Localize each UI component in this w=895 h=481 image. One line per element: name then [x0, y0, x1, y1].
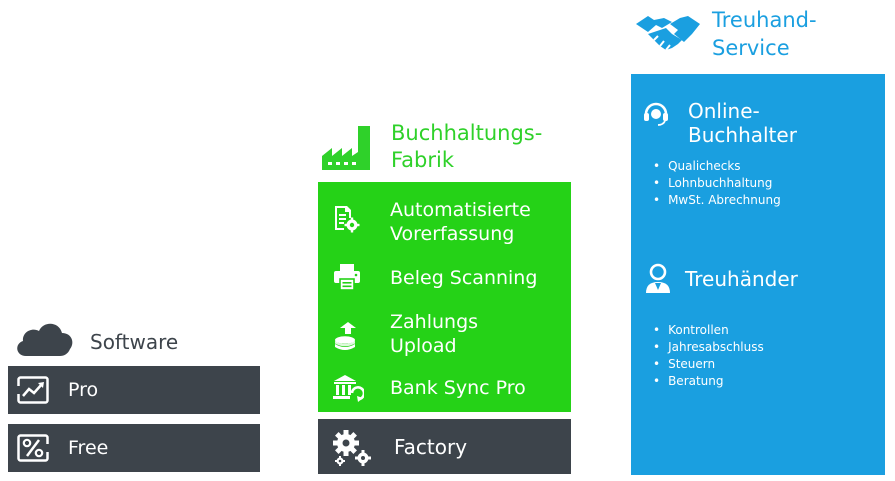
free-label: Free: [68, 437, 109, 459]
pro-label: Pro: [68, 379, 99, 401]
zahlungs-line1: Zahlungs: [390, 311, 479, 333]
factory-icon: [322, 126, 370, 170]
zahlungs-upload-label: Zahlungs Upload: [390, 310, 478, 358]
factory-title-line2: Fabrik: [391, 148, 454, 172]
software-label: Software: [90, 330, 179, 354]
factory-bar[interactable]: Factory: [318, 419, 571, 474]
list-item: Kontrollen: [653, 322, 764, 339]
software-pro-item[interactable]: Pro: [8, 366, 260, 414]
factory-heading: Buchhaltungs- Fabrik: [318, 118, 572, 178]
vorerfassung-line2: Vorerfassung: [390, 223, 515, 245]
handshake-icon: [636, 16, 700, 51]
printer-icon: [334, 264, 360, 291]
treuhand-heading: Treuhand- Service: [630, 6, 890, 70]
headset-icon: [644, 102, 668, 126]
list-item: Lohnbuchhaltung: [653, 175, 781, 192]
software-heading: Software: [8, 318, 260, 362]
document-gear-icon: [335, 206, 360, 233]
bank-sync-icon: [333, 375, 364, 402]
zahlungs-line2: Upload: [390, 335, 457, 357]
treuhand-title: Treuhand- Service: [712, 6, 817, 62]
factory-bar-label: Factory: [394, 435, 468, 459]
factory-title-line1: Buchhaltungs-: [391, 121, 543, 145]
vorerfassung-label: Automatisierte Vorerfassung: [390, 198, 531, 246]
person-icon: [646, 263, 670, 293]
factory-item-bank-sync-pro[interactable]: Bank Sync Pro: [318, 370, 571, 406]
factory-features-panel: Automatisierte Vorerfassung Beleg Scanni…: [318, 182, 571, 412]
treuhaender-title: Treuhänder: [685, 267, 798, 291]
factory-item-beleg-scanning[interactable]: Beleg Scanning: [318, 260, 571, 300]
cloud-icon: [17, 323, 73, 356]
treuhand-title-line1: Treuhand-: [712, 8, 817, 32]
list-item: Beratung: [653, 373, 764, 390]
software-free-item[interactable]: Free: [8, 424, 260, 472]
vorerfassung-line1: Automatisierte: [390, 199, 531, 221]
factory-item-vorerfassung[interactable]: Automatisierte Vorerfassung: [318, 192, 571, 246]
chart-up-icon: [17, 376, 49, 404]
online-buchhalter-title: Online- Buchhalter: [688, 99, 797, 147]
coin-stack-icon: [335, 322, 356, 350]
online-buchhalter-line1: Online-: [688, 99, 760, 123]
percent-icon: [17, 434, 49, 462]
online-buchhalter-list: Qualichecks Lohnbuchhaltung MwSt. Abrech…: [653, 158, 781, 209]
factory-title: Buchhaltungs- Fabrik: [391, 120, 542, 174]
list-item: Steuern: [653, 356, 764, 373]
treuhand-panel: Online- Buchhalter Qualichecks Lohnbuchh…: [631, 74, 885, 475]
list-item: Qualichecks: [653, 158, 781, 175]
list-item: Jahresabschluss: [653, 339, 764, 356]
gears-icon: [333, 430, 371, 466]
treuhaender-list: Kontrollen Jahresabschluss Steuern Berat…: [653, 322, 764, 390]
bank-sync-label: Bank Sync Pro: [390, 377, 526, 399]
list-item: MwSt. Abrechnung: [653, 192, 781, 209]
online-buchhalter-line2: Buchhalter: [688, 123, 797, 147]
beleg-scanning-label: Beleg Scanning: [390, 267, 538, 289]
factory-item-zahlungs-upload[interactable]: Zahlungs Upload: [318, 308, 571, 362]
treuhand-title-line2: Service: [712, 36, 790, 60]
